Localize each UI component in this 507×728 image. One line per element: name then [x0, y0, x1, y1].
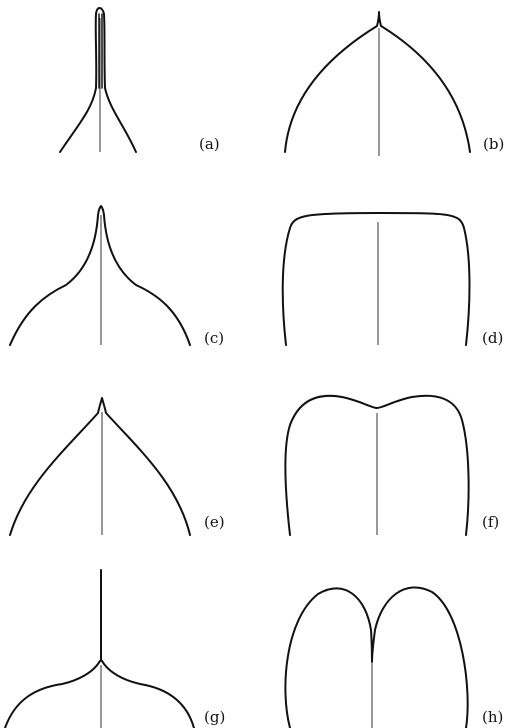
- panel-a: (a): [60, 8, 220, 153]
- leaf-outline-d: [283, 213, 470, 345]
- panel-label-f: (f): [482, 513, 499, 531]
- leaf-outline-c: [10, 206, 190, 345]
- panel-label-d: (d): [482, 329, 503, 347]
- panel-label-e: (e): [204, 513, 225, 531]
- panel-label-h: (h): [482, 708, 503, 726]
- panel-c: (c): [10, 206, 224, 347]
- panel-b: (b): [285, 12, 504, 156]
- leaf-outline-b: [285, 12, 470, 152]
- leaf-outline-g: [5, 660, 194, 728]
- panel-label-a: (a): [199, 135, 220, 153]
- panel-label-b: (b): [483, 135, 504, 153]
- panel-f: (f): [285, 396, 499, 535]
- panel-label-c: (c): [204, 329, 224, 347]
- panel-h: (h): [285, 587, 503, 728]
- leaf-outline-a: [60, 8, 136, 152]
- panel-d: (d): [283, 213, 504, 347]
- panel-g: (g): [5, 570, 225, 728]
- panel-e: (e): [10, 398, 225, 535]
- leaf-outline-e: [10, 398, 190, 535]
- leaf-outline-h: [285, 587, 467, 728]
- panel-label-g: (g): [204, 708, 225, 726]
